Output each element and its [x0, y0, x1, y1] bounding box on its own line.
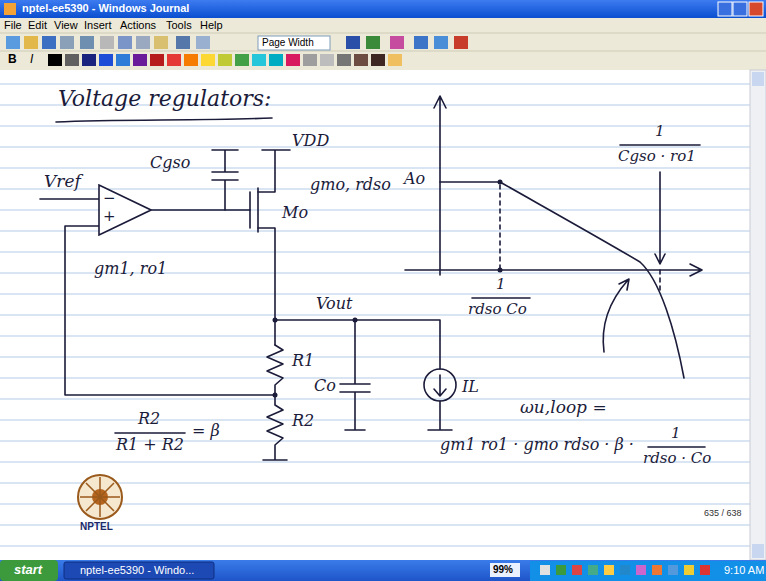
ui-text: NPTEL	[80, 521, 113, 533]
circuit-label: VDD	[292, 132, 329, 150]
circuit-label: Co	[314, 377, 336, 395]
circuit-label: Cgso · ro1	[618, 148, 696, 165]
ui-text: I	[30, 53, 33, 67]
op-amp: −+	[98, 184, 152, 236]
circuit-label: gm1, ro1	[94, 260, 167, 278]
nptel-logo	[78, 475, 122, 519]
ui-text: File	[4, 19, 22, 32]
toolbar-area	[0, 18, 766, 70]
circuit-label: 1	[671, 425, 681, 442]
op-amp-outline	[99, 185, 151, 235]
ruled-lines	[0, 84, 750, 546]
circuit-label: Vref	[44, 172, 81, 192]
circuit-label: = β	[192, 422, 220, 440]
circuit-label: R1 + R2	[116, 436, 184, 454]
circuit-label: rdso · Co	[643, 450, 711, 467]
window-button	[749, 2, 763, 16]
circuit-label: IL	[462, 378, 479, 396]
page-heading: Voltage regulators:	[58, 86, 271, 111]
circuit-label: gm1 ro1 · gmo rdso · β ·	[440, 436, 634, 454]
journal-page	[0, 70, 750, 560]
ui-text: nptel-ee5390 - Windo...	[80, 564, 194, 577]
circuit-label: R2	[292, 412, 314, 430]
scrollbar	[750, 70, 766, 560]
toolbar-icons	[6, 36, 468, 50]
task-button	[64, 562, 214, 579]
title-bar	[0, 0, 766, 18]
circuit-label: 1	[496, 276, 506, 293]
circuit-label: gmo, rdso	[310, 176, 391, 194]
junction-dots	[273, 180, 503, 398]
ui-text: Actions	[120, 19, 156, 32]
circuit-label: Mo	[282, 204, 308, 222]
circuit-label: 1	[655, 123, 665, 140]
window-button	[718, 2, 732, 16]
ui-text: View	[54, 19, 78, 32]
ui-text: nptel-ee5390 - Windows Journal	[22, 2, 189, 15]
circuit-label: R2	[138, 410, 160, 428]
circuit-ink	[40, 96, 705, 460]
window-button	[733, 2, 747, 16]
circuit-label: R1	[292, 352, 314, 370]
app-icon	[4, 3, 16, 15]
circuit-label: Vout	[316, 295, 352, 313]
system-tray	[530, 561, 766, 581]
input-sign: +	[103, 209, 116, 224]
zoom-box	[490, 563, 520, 577]
circuit-label: rdso Co	[468, 301, 527, 318]
ui-text: B	[8, 53, 17, 67]
taskbar	[0, 560, 766, 581]
circuit-label: Ao	[404, 170, 425, 188]
circuit-label: ωu,loop =	[520, 398, 607, 418]
ui-text: Edit	[28, 19, 47, 32]
ui-text: Tools	[166, 19, 192, 32]
ui-text: 99%	[493, 564, 513, 576]
ui-text: Insert	[84, 19, 112, 32]
ui-text: Help	[200, 19, 223, 32]
ui-text: 635 / 638	[704, 508, 742, 518]
circuit-label: Cgso	[150, 154, 190, 172]
ui-text: 9:10 AM	[724, 564, 764, 577]
ui-text: start	[14, 563, 42, 578]
input-sign: −	[103, 191, 116, 206]
start-button	[0, 560, 58, 581]
color-palette	[48, 54, 402, 66]
tray-icons	[540, 565, 710, 575]
ui-text: Page Width	[262, 37, 314, 49]
